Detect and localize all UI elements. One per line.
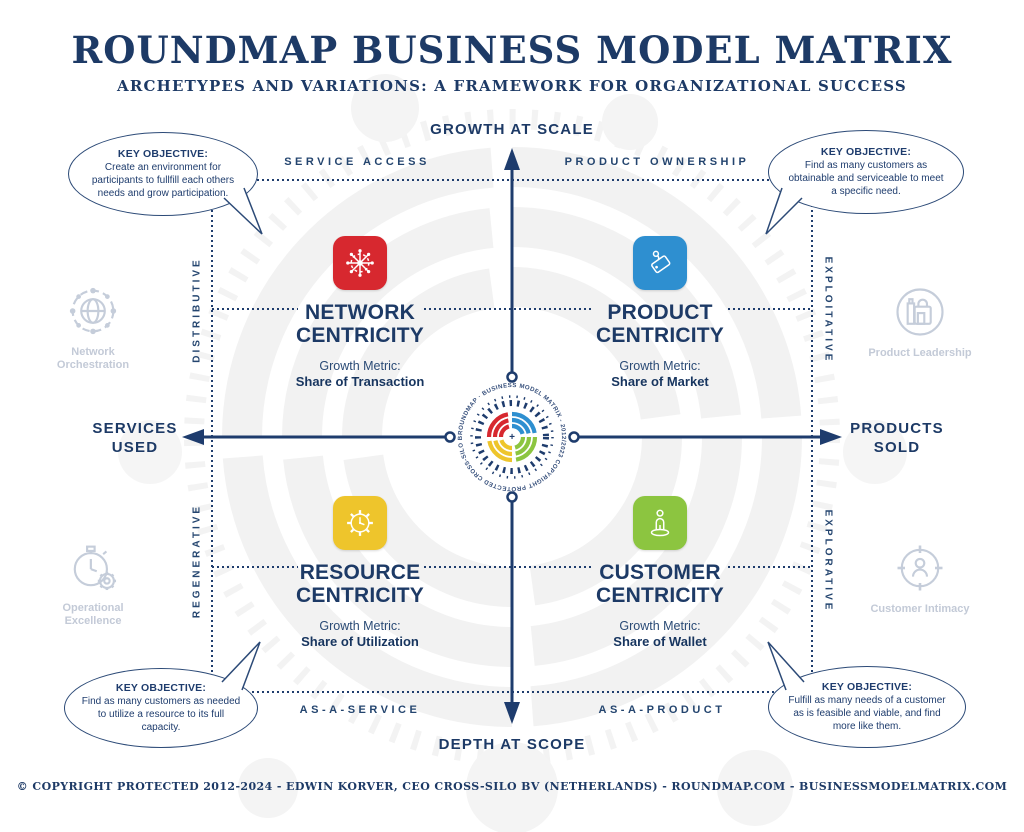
quadrant-title-line1: NETWORK — [305, 301, 415, 324]
axis-right-line2: SOLD — [873, 438, 921, 456]
side-label-regenerative: REGENERATIVE — [191, 503, 203, 619]
bubble-heading: KEY OBJECTIVE: — [115, 682, 207, 694]
axis-left-line2: USED — [111, 438, 159, 456]
quadrant-product-centricity: PRODUCT CENTRICITY Growth Metric: Share … — [550, 236, 770, 389]
logo-arc-yellow — [486, 436, 513, 463]
quadrant-customer-centricity: CUSTOMER CENTRICITY Growth Metric: Share… — [550, 496, 770, 649]
bubble-heading: KEY OBJECTIVE: — [820, 146, 912, 158]
growth-metric-label: Growth Metric: — [319, 359, 401, 374]
product-leadership-icon — [896, 288, 944, 336]
edge-label-service-access: SERVICE ACCESS — [284, 156, 430, 168]
quadrant-title-line2: CENTRICITY — [596, 324, 724, 348]
arrow-left-icon — [182, 429, 204, 445]
growth-metric-value: Share of Wallet — [613, 634, 707, 650]
bubble-heading: KEY OBJECTIVE: — [821, 681, 913, 693]
bubble-text: Create an environment for participants t… — [91, 162, 235, 199]
strategy-label: Customer Intimacy — [870, 603, 970, 615]
price-tag-icon — [633, 236, 687, 290]
strategy-label: Operational Excellence — [62, 602, 124, 628]
axis-arrowheads — [182, 148, 842, 724]
logo-arc-green — [511, 436, 538, 463]
quadrant-title-line1: RESOURCE — [299, 561, 421, 584]
side-label-distributive: DISTRIBUTIVE — [191, 257, 203, 363]
growth-metric-value: Share of Transaction — [295, 374, 425, 390]
growth-metric-value: Share of Market — [611, 374, 709, 390]
bubble-text: Find as many customers as needed to util… — [81, 696, 241, 733]
customer-intimacy-icon — [897, 545, 943, 591]
quadrant-title-line1: PRODUCT — [607, 301, 713, 324]
quadrant-title: RESOURCE CENTRICITY — [296, 561, 424, 607]
strategy-label: Product Leadership — [868, 347, 972, 359]
key-objective-bubble-resource: KEY OBJECTIVE: Find as many customers as… — [64, 668, 258, 748]
quadrant-title: CUSTOMER CENTRICITY — [596, 561, 724, 607]
quadrant-title-line2: CENTRICITY — [296, 324, 424, 348]
page-subtitle: ARCHETYPES AND VARIATIONS: A FRAMEWORK F… — [117, 77, 907, 95]
axis-right-line1: PRODUCTS — [850, 420, 944, 437]
logo-people-ring — [470, 395, 554, 479]
copyright-footer: © COPYRIGHT PROTECTED 2012-2024 - EDWIN … — [16, 780, 1008, 793]
key-objective-bubble-network: KEY OBJECTIVE: Create an environment for… — [68, 132, 258, 216]
quadrant-title-line1: CUSTOMER — [599, 561, 721, 584]
quadrant-title: PRODUCT CENTRICITY — [596, 301, 724, 347]
bubble-heading: KEY OBJECTIVE: — [117, 148, 209, 160]
logo-arc-blue — [511, 411, 538, 438]
growth-metric-value: Share of Utilization — [301, 634, 419, 650]
roundmap-logo: ROUNDMAP · BUSINESS MODEL MATRIX - 2012/… — [442, 367, 573, 498]
axis-label-growth-at-scale: GROWTH AT SCALE — [430, 121, 594, 138]
quadrant-title-line2: CENTRICITY — [296, 584, 424, 608]
logo-arc-red — [486, 411, 513, 438]
edge-label-as-a-service: AS-A-SERVICE — [299, 704, 421, 716]
dotted-leaders — [212, 308, 810, 568]
axis-left-line1: SERVICES — [92, 420, 178, 437]
arrow-right-icon — [820, 429, 842, 445]
network-icon — [333, 236, 387, 290]
axis-label-depth-at-scope: DEPTH AT SCOPE — [438, 736, 586, 753]
growth-metric-label: Growth Metric: — [619, 359, 701, 374]
strategy-network-orchestration: Network Orchestration — [33, 281, 153, 372]
arrow-down-icon — [504, 702, 520, 724]
side-label-explorative: EXPLORATIVE — [822, 509, 834, 613]
quadrant-title-line2: CENTRICITY — [596, 584, 724, 608]
strategy-customer-intimacy: Customer Intimacy — [860, 538, 980, 616]
network-orchestration-icon — [69, 287, 117, 335]
growth-metric-label: Growth Metric: — [319, 619, 401, 634]
bubble-text: Find as many customers as obtainable and… — [788, 160, 944, 197]
side-label-exploitative: EXPLOITATIVE — [822, 256, 834, 364]
page-title: ROUNDMAP BUSINESS MODEL MATRIX — [71, 28, 953, 72]
logo-arcs — [486, 411, 538, 463]
bubble-text: Fulfill as many needs of a customer as i… — [788, 695, 946, 732]
growth-metric-label: Growth Metric: — [619, 619, 701, 634]
gear-clock-icon — [333, 496, 387, 550]
strategy-label: Network Orchestration — [56, 346, 130, 372]
axis-label-services-used: SERVICES USED — [92, 420, 177, 458]
edge-label-as-a-product: AS-A-PRODUCT — [598, 704, 726, 716]
arrow-up-icon — [504, 148, 520, 170]
logo-disc — [451, 376, 573, 498]
quadrant-title: NETWORK CENTRICITY — [296, 301, 424, 347]
key-objective-bubble-product: KEY OBJECTIVE: Find as many customers as… — [768, 130, 964, 214]
axis-label-products-sold: PRODUCTS SOLD — [850, 420, 944, 458]
edge-label-product-ownership: PRODUCT OWNERSHIP — [564, 156, 750, 168]
axis-lines — [200, 166, 822, 704]
operational-excellence-icon — [73, 545, 117, 591]
quadrant-resource-centricity: RESOURCE CENTRICITY Growth Metric: Share… — [250, 496, 470, 649]
person-icon — [633, 496, 687, 550]
quadrant-network-centricity: NETWORK CENTRICITY Growth Metric: Share … — [250, 236, 470, 389]
logo-plus: + — [509, 432, 515, 443]
key-objective-bubble-customer: KEY OBJECTIVE: Fulfill as many needs of … — [768, 666, 966, 748]
strategy-operational-excellence: Operational Excellence — [33, 537, 153, 628]
strategy-product-leadership: Product Leadership — [860, 282, 980, 360]
